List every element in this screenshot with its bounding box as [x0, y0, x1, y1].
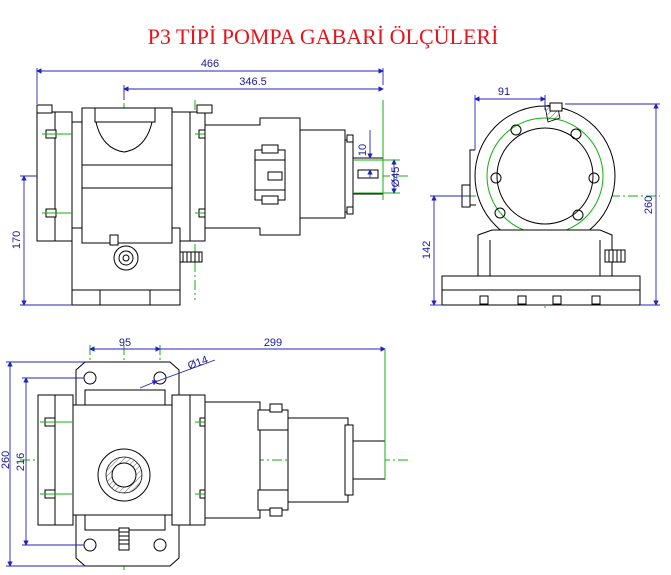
- top-bearing-housing: [204, 401, 261, 519]
- dim-side-total-height: 260: [643, 196, 655, 214]
- top-right-flange: [171, 394, 206, 526]
- dim-shaft-height: 170: [11, 231, 23, 249]
- top-view: [20, 345, 410, 570]
- dim-base-bolt-spacing: 216: [15, 453, 27, 471]
- front-pump-body: [81, 107, 173, 244]
- top-shaft: [352, 440, 386, 480]
- dim-foot-bolt-spacing: 95: [119, 337, 131, 349]
- top-coupling-cover: [287, 417, 349, 503]
- front-coupling-cover: [299, 129, 346, 219]
- dim-side-width: 91: [498, 86, 510, 98]
- front-dimensions: 466 346.5 10 Ø45 170: [11, 58, 402, 306]
- dim-flange-to-shaft: 346.5: [239, 76, 267, 88]
- front-base: [71, 227, 181, 306]
- top-dimensions: 95 299 Ø14 260 216: [0, 337, 386, 567]
- front-view: [20, 85, 410, 306]
- dim-base-total-width: 260: [0, 451, 12, 469]
- dim-foot-hole-diameter: Ø14: [186, 354, 210, 372]
- dim-overall-length: 466: [201, 58, 219, 70]
- dim-foot-to-shaft: 299: [264, 337, 282, 349]
- dim-shaft-diameter: Ø45: [390, 167, 402, 188]
- front-drain-plug: [113, 245, 139, 271]
- front-bearing-housing: [204, 117, 301, 236]
- side-pedestal: [441, 229, 641, 306]
- dim-key-width: 10: [357, 144, 369, 156]
- side-dimensions: 91 142 260: [421, 86, 660, 306]
- dim-side-center-height: 142: [421, 241, 433, 259]
- side-view: [430, 95, 660, 310]
- side-ring-inner: [496, 127, 594, 225]
- drawing-title: P3 TİPİ POMPA GABARİ ÖLÇÜLERİ: [148, 24, 499, 49]
